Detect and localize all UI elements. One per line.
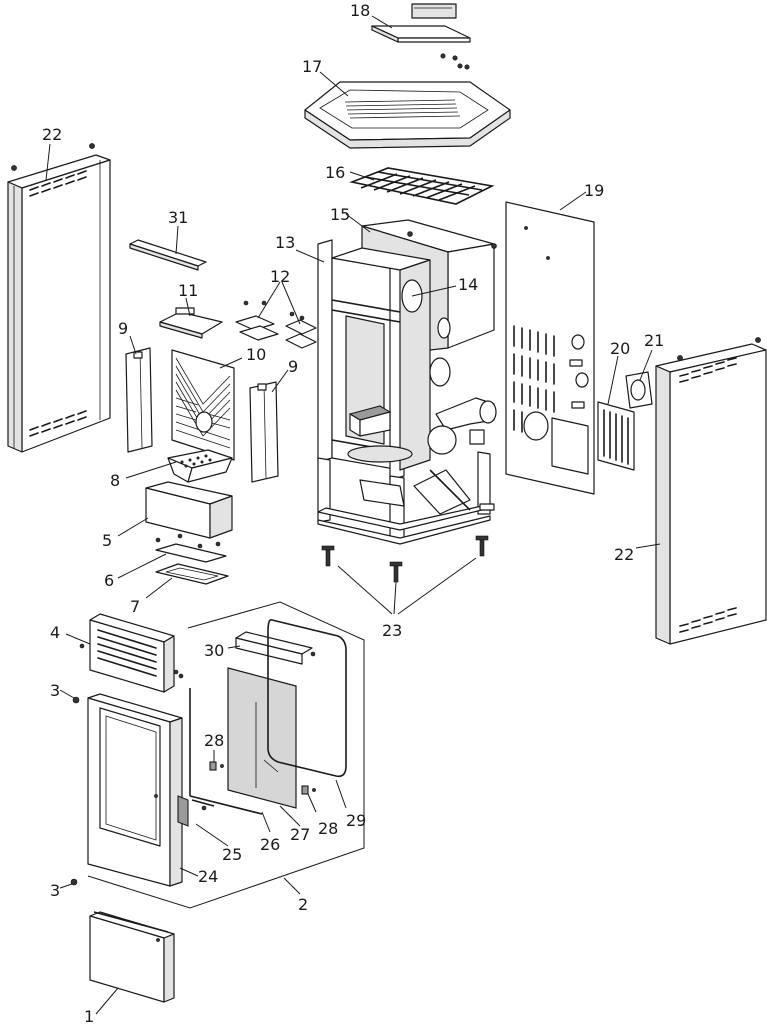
callout-30: 30 (204, 641, 224, 660)
callout-11: 11 (178, 281, 198, 300)
callout-6: 6 (104, 571, 114, 590)
part-3-screws (70, 696, 80, 886)
callout-17: 17 (302, 57, 322, 76)
part-20-rear-grille (597, 401, 635, 471)
callout-27: 27 (290, 825, 310, 844)
callout-22-left: 22 (42, 125, 62, 144)
callout-28-left: 28 (204, 731, 224, 750)
part-5-ash-box (145, 481, 233, 539)
part-16-grid (349, 167, 495, 205)
part-8-burn-pot (167, 449, 233, 483)
callout-16: 16 (325, 163, 345, 182)
callout-9-right: 9 (288, 357, 298, 376)
leader-lines (45, 15, 661, 1015)
part-9-right-baffle (249, 381, 279, 483)
callout-15: 15 (330, 205, 350, 224)
part-28-clips (209, 761, 316, 795)
callout-2: 2 (298, 895, 308, 914)
part-21-flange (625, 371, 653, 409)
callout-8: 8 (110, 471, 120, 490)
part-17-top-cover (304, 81, 511, 149)
callout-5: 5 (102, 531, 112, 550)
callout-21: 21 (644, 331, 664, 350)
part-26-rod (189, 688, 263, 815)
part-22-right-side-panel (655, 337, 767, 645)
part-1-drawer (89, 911, 175, 1003)
part-6-plate (155, 533, 227, 563)
part-4-front-grille (79, 613, 184, 693)
callout-14: 14 (458, 275, 478, 294)
callout-13: 13 (275, 233, 295, 252)
part-29-gasket (267, 618, 347, 778)
callout-numbers: 18 17 16 15 19 22 31 13 12 14 11 9 10 9 … (42, 1, 664, 1024)
part-27-glass (227, 667, 297, 809)
callout-28-right: 28 (318, 819, 338, 838)
part-30-bracket (235, 631, 316, 665)
callout-3-top: 3 (50, 681, 60, 700)
callout-3-bottom: 3 (50, 881, 60, 900)
callout-19: 19 (584, 181, 604, 200)
part-7-gasket (155, 563, 229, 585)
callout-9-left: 9 (118, 319, 128, 338)
callout-20: 20 (610, 339, 630, 358)
part-11-cover (159, 307, 223, 339)
callout-26: 26 (260, 835, 280, 854)
part-31-bracket (129, 239, 207, 271)
part-22-left-side-panel (7, 143, 111, 453)
callout-12: 12 (270, 267, 290, 286)
part-24-door (87, 693, 183, 887)
callout-24: 24 (198, 867, 218, 886)
callout-29: 29 (346, 811, 366, 830)
callout-25: 25 (222, 845, 242, 864)
callout-10: 10 (246, 345, 266, 364)
callout-23: 23 (382, 621, 402, 640)
part-25-latch (177, 795, 215, 827)
part-2-door-assembly-outline (87, 601, 365, 909)
callout-31: 31 (168, 208, 188, 227)
part-10-fireback (171, 349, 235, 461)
main-body-frame (317, 219, 497, 545)
part-18-top-plate (371, 3, 471, 70)
callout-1: 1 (84, 1007, 94, 1024)
callout-7: 7 (130, 597, 140, 616)
part-23-feet (321, 535, 489, 583)
part-12-gaskets (235, 300, 317, 349)
callout-18: 18 (350, 1, 370, 20)
part-19-back-panel (505, 201, 595, 495)
callout-4: 4 (50, 623, 60, 642)
part-9-left-baffle (125, 347, 153, 453)
callout-22-right: 22 (614, 545, 634, 564)
